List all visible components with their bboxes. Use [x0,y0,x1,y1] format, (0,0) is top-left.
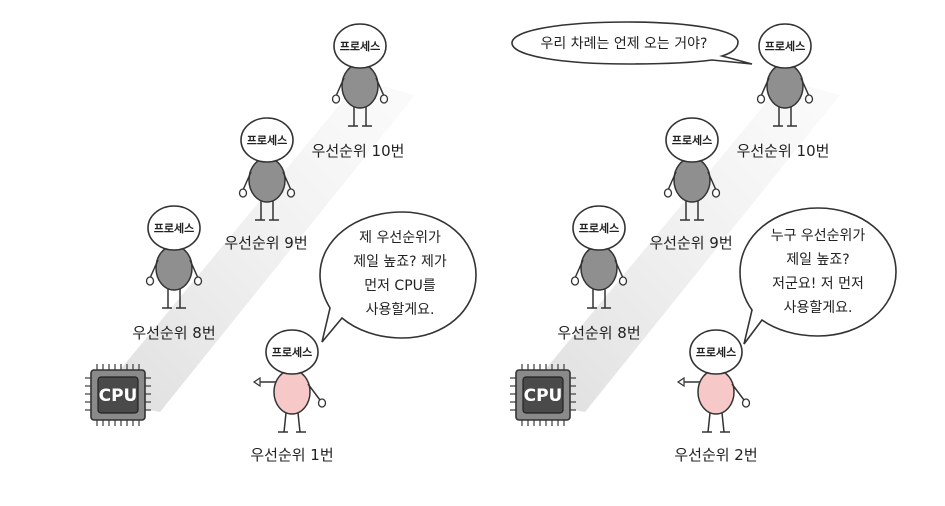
process-head-label: 프로세스 [340,39,380,53]
right-speech-bubble: 누구 우선순위가 제일 높죠? 저군요! 저 먼저 사용할게요. [739,207,897,345]
left-bubble-line-2: 제일 높죠? 제가 [353,254,447,270]
right-panel: CPU 프로세스 우선순위 10번 프로세스 우선순위 9번 [510,21,897,464]
right-process-9: 프로세스 [663,117,721,221]
left-bubble-line-4: 사용할게요. [366,302,435,318]
right-queue-beam [520,80,840,412]
left-queue-beam [95,80,415,412]
process-head-label: 프로세스 [272,345,312,359]
right-label-priority-8: 우선순위 8번 [557,324,640,342]
right-process-2: 프로세스 [676,329,751,433]
left-label-priority-10: 우선순위 10번 [312,142,405,160]
right-top-bubble-text: 우리 차례는 언제 오는 거야? [541,36,708,52]
left-bubble-line-1: 제 우선순위가 [359,230,441,246]
left-cpu-chip: CPU [85,364,151,426]
left-bubble-line-3: 먼저 CPU를 [364,278,436,294]
right-process-10: 프로세스 [756,23,814,127]
left-label-priority-8: 우선순위 8번 [132,324,215,342]
process-head-label: 프로세스 [154,221,194,235]
process-head-label: 프로세스 [579,221,619,235]
right-top-speech-bubble: 우리 차례는 언제 오는 거야? [511,21,753,65]
right-label-priority-9: 우선순위 9번 [649,234,732,252]
cpu-label: CPU [524,386,563,406]
left-process-1: 프로세스 [252,329,327,433]
process-head-label: 프로세스 [696,345,736,359]
process-head-label: 프로세스 [247,133,287,147]
left-panel: CPU 프로세스 우선순위 10번 프로세스 우선순위 9번 [85,23,477,464]
right-bubble-line-4: 사용할게요. [784,300,853,316]
right-label-priority-10: 우선순위 10번 [737,142,830,160]
left-speech-bubble: 제 우선순위가 제일 높죠? 제가 먼저 CPU를 사용할게요. [319,211,477,343]
left-process-10: 프로세스 [331,23,389,127]
right-bubble-line-3: 저군요! 저 먼저 [772,276,864,292]
right-bubble-line-1: 누구 우선순위가 [771,228,866,244]
process-head-label: 프로세스 [765,39,805,53]
right-cpu-chip: CPU [510,364,576,426]
left-process-8: 프로세스 [145,205,203,309]
left-label-priority-9: 우선순위 9번 [224,234,307,252]
right-bubble-line-2: 제일 높죠? [786,252,849,268]
cpu-label: CPU [99,386,138,406]
left-process-9: 프로세스 [238,117,296,221]
left-label-priority-1: 우선순위 1번 [250,446,333,464]
right-label-priority-2: 우선순위 2번 [674,446,757,464]
process-head-label: 프로세스 [672,133,712,147]
right-process-8: 프로세스 [570,205,628,309]
